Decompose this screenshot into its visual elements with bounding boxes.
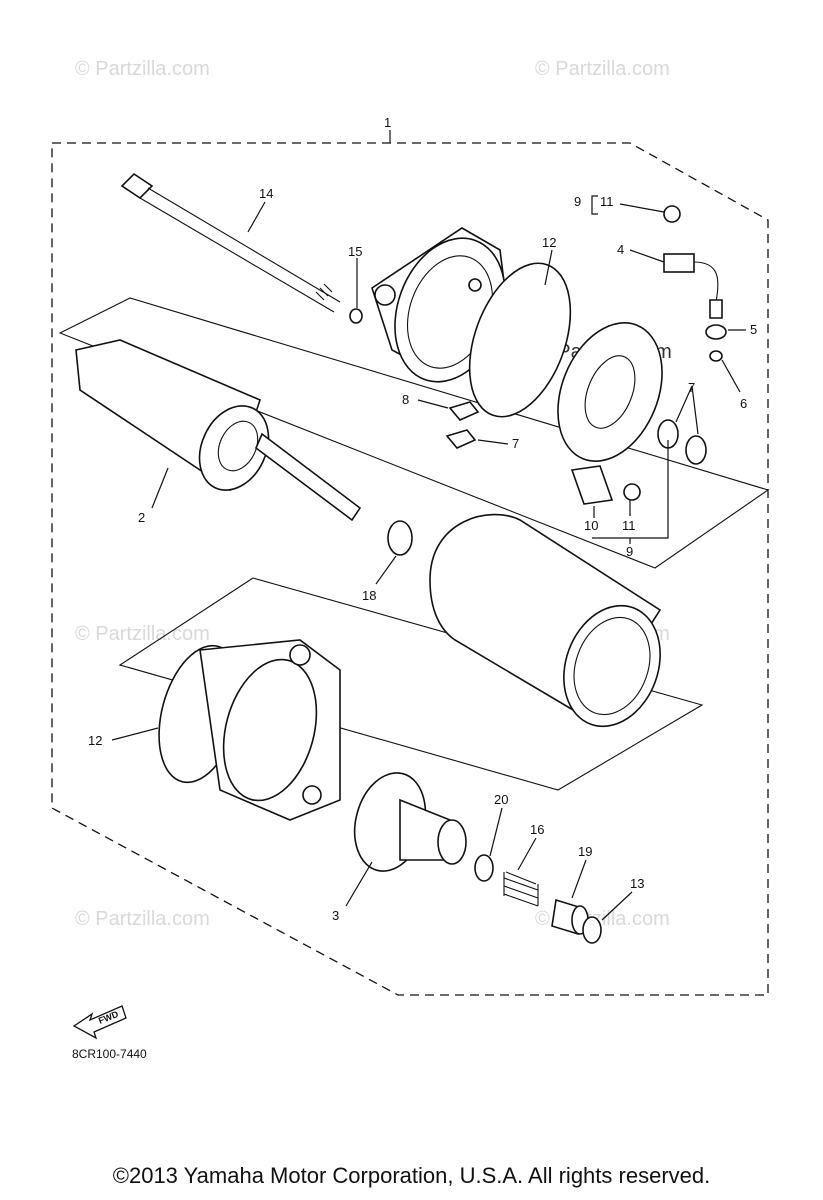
watermark: © Partzilla.com: [75, 623, 210, 645]
brush-lead: [663, 253, 723, 319]
leader-8: [417, 399, 449, 409]
circlip: [582, 916, 602, 944]
leader-7b: [675, 385, 699, 435]
leader-20: [489, 807, 503, 857]
leader-18: [375, 555, 397, 585]
armature: [75, 339, 362, 522]
callout-3: 3: [332, 908, 339, 923]
brush: [570, 465, 614, 505]
brush-spring-upper: [663, 205, 681, 223]
plane-upper: [58, 297, 770, 569]
callout-13: 13: [630, 876, 644, 891]
callout-11b: 11: [622, 518, 636, 533]
brush-plate: [557, 322, 663, 462]
leader-13: [601, 891, 633, 921]
brush-spring-lower: [623, 483, 641, 501]
o-ring: [349, 308, 363, 324]
callout-11a: 11: [600, 194, 614, 209]
callout-10: 10: [584, 518, 598, 533]
diagram-code: 8CR100-7440: [72, 1047, 147, 1061]
ring-20: [474, 854, 494, 882]
callout-8: 8: [402, 392, 409, 407]
washer-right-b: [685, 435, 707, 465]
callout-9b: 9: [626, 544, 633, 559]
bracket-9b: [592, 440, 669, 544]
leader-12a: [544, 249, 553, 286]
fwd-arrow-icon: FWD: [72, 1005, 127, 1040]
small-o-ring: [709, 350, 723, 362]
assembly-boundary: [51, 142, 769, 996]
plane-lower: [118, 577, 704, 791]
yoke: [429, 513, 662, 728]
callout-19: 19: [578, 844, 592, 859]
leader-14: [247, 201, 266, 233]
leader-3: [345, 861, 373, 907]
washer-18: [387, 520, 413, 556]
bolt-washer: [705, 324, 727, 340]
watermark: © Partzilla.com: [75, 908, 210, 930]
through-bolt: [120, 172, 341, 313]
callout-1: 1: [384, 115, 391, 130]
gasket-upper: [468, 262, 572, 418]
callout-6: 6: [740, 396, 747, 411]
bracket-9a: [591, 195, 598, 215]
callout-16: 16: [530, 822, 544, 837]
watermark: © Partzilla.com: [535, 58, 670, 80]
leader-19: [571, 859, 587, 899]
leader-12b: [111, 727, 159, 741]
washer-nut: [445, 429, 477, 449]
callout-18: 18: [362, 588, 376, 603]
leader-11a: [619, 203, 665, 213]
callout-9a: 9: [574, 194, 581, 209]
nut: [448, 401, 480, 421]
callout-7a: 7: [512, 436, 519, 451]
leader-4: [629, 249, 665, 263]
callout-2: 2: [138, 510, 145, 525]
callout-12a: 12: [542, 235, 556, 250]
leader-2: [151, 467, 169, 509]
callout-4: 4: [617, 242, 624, 257]
front-bracket: [158, 639, 341, 821]
leader-7a: [477, 439, 509, 445]
spring: [503, 871, 539, 907]
callout-14: 14: [259, 186, 273, 201]
leader-6: [721, 359, 741, 393]
leader-16: [517, 837, 537, 871]
callout-15: 15: [348, 244, 362, 259]
callout-7b: 7: [688, 380, 695, 395]
pinion-clutch: [353, 772, 467, 872]
callout-20: 20: [494, 792, 508, 807]
callout-5: 5: [750, 322, 757, 337]
watermark: © Partzilla.com: [75, 58, 210, 80]
copyright-notice: ©2013 Yamaha Motor Corporation, U.S.A. A…: [112, 1163, 711, 1188]
callout-12b: 12: [88, 733, 102, 748]
